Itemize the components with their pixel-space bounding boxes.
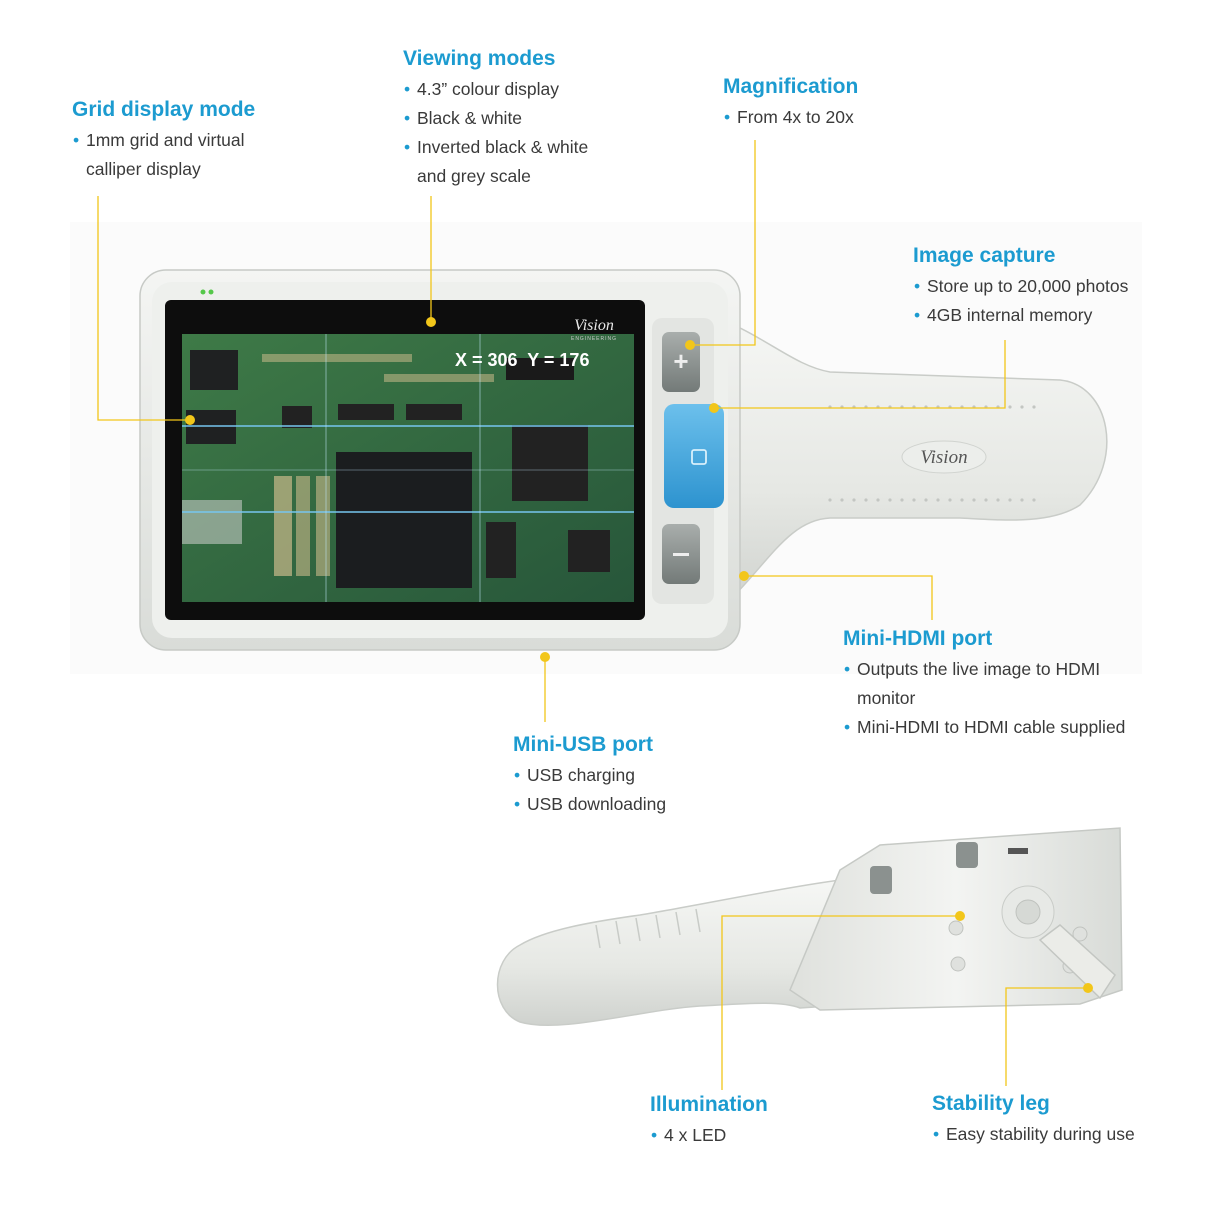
leader-grid-display [97, 196, 190, 421]
magnifier-front-view: Vision [139, 269, 1108, 651]
pcb-components [182, 350, 610, 588]
zoom-out-button[interactable] [662, 524, 700, 584]
square-icon [691, 449, 707, 465]
feature-list: •1mm grid and virtual calliper display [72, 126, 255, 184]
feature-list: •4 x LED [650, 1121, 768, 1150]
bullet-icon: • [844, 659, 851, 679]
feature-item: •1mm grid and virtual calliper display [72, 126, 255, 184]
bullet-icon: • [933, 1124, 940, 1144]
feature-title: Stability leg [932, 1092, 1050, 1115]
feature-item: •Mini-HDMI to HDMI cable supplied [843, 713, 1125, 742]
zoom-in-button[interactable]: + [662, 332, 700, 392]
bullet-icon: • [844, 717, 851, 737]
led-2 [950, 956, 966, 972]
feature-item: •Black & white [403, 104, 588, 133]
feature-title: Illumination [650, 1093, 768, 1116]
led-3 [1072, 926, 1088, 942]
feature-item: •USB charging [513, 761, 666, 790]
side-button-lower [956, 842, 978, 868]
leader-dots [185, 317, 1093, 993]
leader-lines [97, 140, 1088, 1090]
feature-item: •4.3” colour display [403, 75, 588, 104]
bullet-icon: • [724, 107, 731, 127]
feature-title: Mini-HDMI port [843, 627, 993, 650]
feature-title: Image capture [913, 244, 1056, 267]
feature-illumination: Illumination •4 x LED [650, 1093, 768, 1150]
bullet-icon: • [651, 1125, 658, 1145]
minus-icon [673, 553, 689, 556]
side-button-upper [870, 866, 892, 894]
feature-magnification: Magnification •From 4x to 20x [723, 75, 858, 132]
screen-brand-logo: Vision [574, 317, 614, 334]
feature-title: Viewing modes [403, 47, 556, 70]
feature-item: •Outputs the live image to HDMI monitor [843, 655, 1125, 713]
feature-mini-hdmi: Mini-HDMI port •Outputs the live image t… [843, 627, 1125, 742]
usb-socket [1008, 848, 1028, 854]
camera-lens [1015, 899, 1041, 925]
feature-item: •USB downloading [513, 790, 666, 819]
capture-button[interactable] [664, 404, 724, 508]
led-1 [948, 920, 964, 936]
bullet-icon: • [914, 276, 921, 296]
feature-stability-leg: Stability leg •Easy stability during use [932, 1092, 1135, 1149]
grip-ridges [595, 908, 701, 949]
leader-magnification [690, 140, 756, 346]
bullet-icon: • [914, 305, 921, 325]
magnifier-underside-view [496, 827, 1123, 1027]
leader-image-capture [714, 340, 1006, 409]
feature-title: Grid display mode [72, 98, 256, 121]
feature-item: •4GB internal memory [913, 301, 1128, 330]
feature-item: •Easy stability during use [932, 1120, 1135, 1149]
bullet-icon: • [514, 765, 521, 785]
feature-viewing-modes: Viewing modes •4.3” colour display •Blac… [403, 47, 588, 191]
coordinate-readout: X = 306 Y = 176 [455, 350, 589, 370]
feature-item: •Store up to 20,000 photos [913, 272, 1128, 301]
bullet-icon: • [514, 794, 521, 814]
power-led [200, 289, 206, 295]
plus-icon: + [673, 346, 688, 376]
feature-title: Magnification [723, 75, 859, 98]
bullet-icon: • [404, 137, 411, 157]
feature-item: •Inverted black & white and grey scale [403, 133, 588, 191]
feature-mini-usb: Mini-USB port •USB charging •USB downloa… [513, 733, 666, 819]
feature-list: •Easy stability during use [932, 1120, 1135, 1149]
feature-image-capture: Image capture •Store up to 20,000 photos… [913, 244, 1128, 330]
bullet-icon: • [404, 79, 411, 99]
leader-illumination [721, 915, 960, 1090]
screen-brand-sub: ENGINEERING [571, 336, 617, 342]
feature-list: •Outputs the live image to HDMI monitor … [843, 655, 1125, 742]
feature-list: •From 4x to 20x [723, 103, 858, 132]
bullet-icon: • [73, 130, 80, 150]
feature-item: •4 x LED [650, 1121, 768, 1150]
handle-logo-badge [901, 440, 987, 474]
feature-list: •Store up to 20,000 photos •4GB internal… [913, 272, 1128, 330]
feature-grid-display: Grid display mode •1mm grid and virtual … [72, 98, 255, 184]
handle-brand-logo: Vision [920, 447, 967, 468]
feature-title: Mini-USB port [513, 733, 653, 756]
leader-mini-hdmi [744, 575, 933, 620]
stability-leg [1038, 924, 1116, 1000]
feature-list: •USB charging •USB downloading [513, 761, 666, 819]
leader-stability-leg [1005, 987, 1088, 1086]
bullet-icon: • [404, 108, 411, 128]
feature-list: •4.3” colour display •Black & white •Inv… [403, 75, 588, 191]
feature-item: •From 4x to 20x [723, 103, 858, 132]
